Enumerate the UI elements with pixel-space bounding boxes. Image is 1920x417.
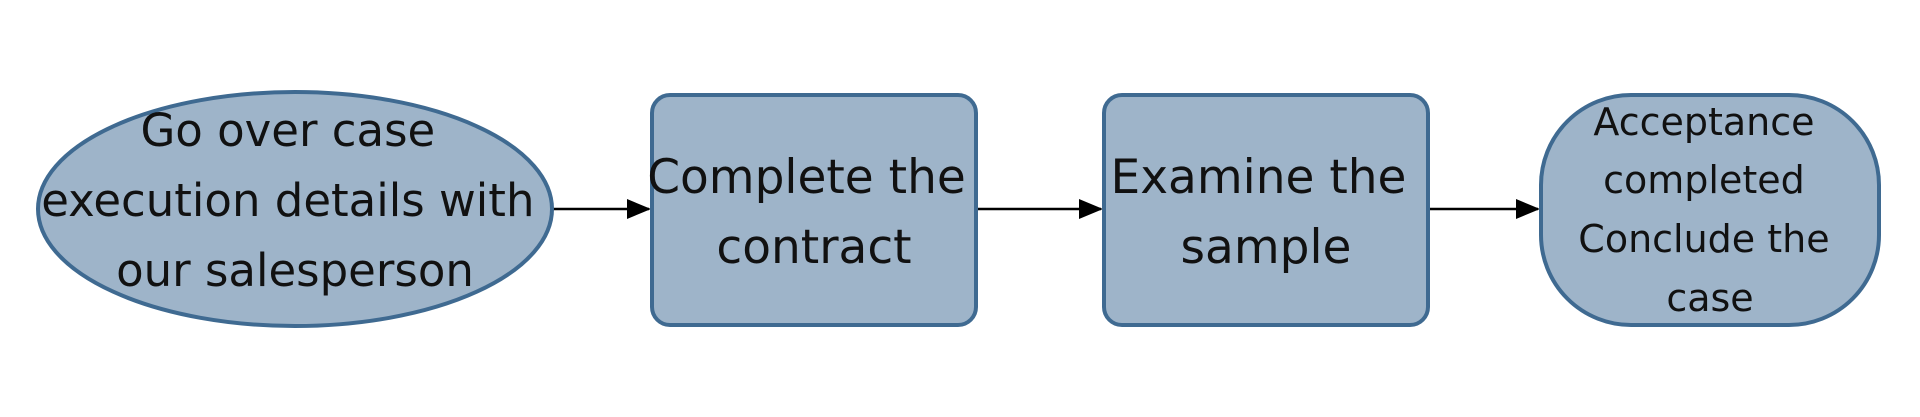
- node-label-line: execution details with: [41, 174, 534, 227]
- node-examine-sample: Examine the sample: [1102, 93, 1430, 327]
- node-label-line: contract: [716, 220, 911, 275]
- node-shape-stadium: [1539, 93, 1881, 327]
- node-label: Acceptance completed Conclude the case: [1578, 100, 1841, 320]
- node-label: Complete the contract: [647, 150, 981, 275]
- node-label-line: Acceptance: [1593, 100, 1814, 144]
- node-label-line: Conclude the: [1578, 217, 1829, 261]
- node-shape-rounded-rect: [650, 93, 978, 327]
- node-acceptance-completed: Acceptance completed Conclude the case: [1539, 93, 1881, 327]
- node-shape-ellipse: [36, 90, 554, 328]
- node-label: Go over case execution details with our …: [41, 104, 549, 297]
- node-complete-contract: Complete the contract: [647, 93, 981, 327]
- node-label-line: case: [1666, 276, 1753, 320]
- node-shape-rounded-rect: [1102, 93, 1430, 327]
- node-label-line: Go over case: [140, 104, 435, 157]
- node-label-line: Examine the: [1111, 150, 1407, 205]
- node-label-line: our salesperson: [116, 244, 474, 297]
- node-label: Examine the sample: [1111, 150, 1422, 275]
- node-label-line: Complete the: [647, 150, 966, 205]
- node-go-over-case: Go over case execution details with our …: [36, 90, 554, 328]
- node-label-line: sample: [1181, 220, 1352, 275]
- node-label-line: completed: [1603, 158, 1805, 202]
